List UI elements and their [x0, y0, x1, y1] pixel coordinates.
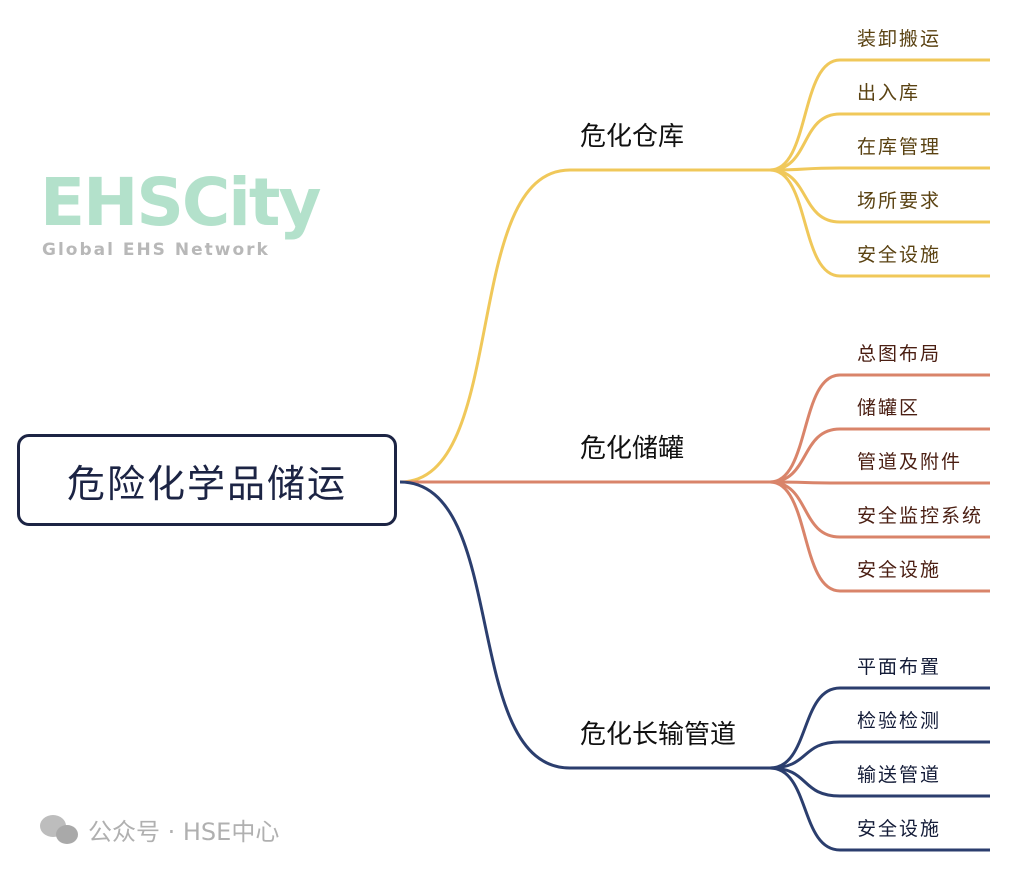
leaf-connector [769, 480, 990, 593]
leaf-connector [769, 766, 990, 852]
wechat-watermark: 公众号 · HSE中心 [40, 812, 279, 847]
watermark-tagline: Global EHS Network [42, 240, 270, 260]
leaf-label[interactable]: 平面布置 [857, 656, 941, 678]
leaf-connector [769, 740, 990, 770]
watermark-logo: EHSCity [40, 164, 322, 241]
root-node[interactable]: 危险化学品储运 [17, 434, 397, 526]
branch-connector [399, 480, 770, 770]
leaf-connector [769, 166, 990, 172]
leaf-connector [769, 480, 990, 485]
leaf-connector [769, 480, 990, 539]
ehscity-watermark: EHSCity Global EHS Network [40, 170, 340, 265]
branch-label[interactable]: 危化储罐 [580, 434, 684, 464]
leaf-label[interactable]: 装卸搬运 [857, 28, 941, 50]
leaf-connector [769, 427, 990, 484]
leaf-label[interactable]: 安全设施 [857, 559, 941, 581]
wechat-icon [40, 814, 80, 845]
leaf-connector [769, 373, 990, 484]
leaf-label[interactable]: 管道及附件 [857, 451, 962, 473]
root-label: 危险化学品储运 [66, 461, 347, 506]
branch-label[interactable]: 危化仓库 [580, 122, 684, 152]
leaf-label[interactable]: 场所要求 [857, 190, 941, 212]
leaf-label[interactable]: 出入库 [857, 82, 920, 104]
leaf-connector [769, 168, 990, 224]
leaf-connector [769, 58, 990, 172]
leaf-connector [769, 686, 990, 770]
leaf-label[interactable]: 储罐区 [857, 397, 920, 419]
branch-connector [399, 168, 770, 484]
branch-label[interactable]: 危化长输管道 [580, 720, 736, 750]
leaf-label[interactable]: 总图布局 [857, 343, 941, 365]
leaf-label[interactable]: 在库管理 [857, 136, 941, 158]
leaf-connector [769, 766, 990, 798]
leaf-label[interactable]: 检验检测 [857, 710, 941, 732]
leaf-label[interactable]: 安全监控系统 [857, 505, 983, 527]
leaf-label[interactable]: 安全设施 [857, 818, 941, 840]
leaf-connector [769, 168, 990, 278]
leaf-connector [769, 112, 990, 172]
leaf-label[interactable]: 安全设施 [857, 244, 941, 266]
wechat-watermark-text: 公众号 · HSE中心 [88, 818, 280, 846]
leaf-label[interactable]: 输送管道 [857, 764, 941, 786]
